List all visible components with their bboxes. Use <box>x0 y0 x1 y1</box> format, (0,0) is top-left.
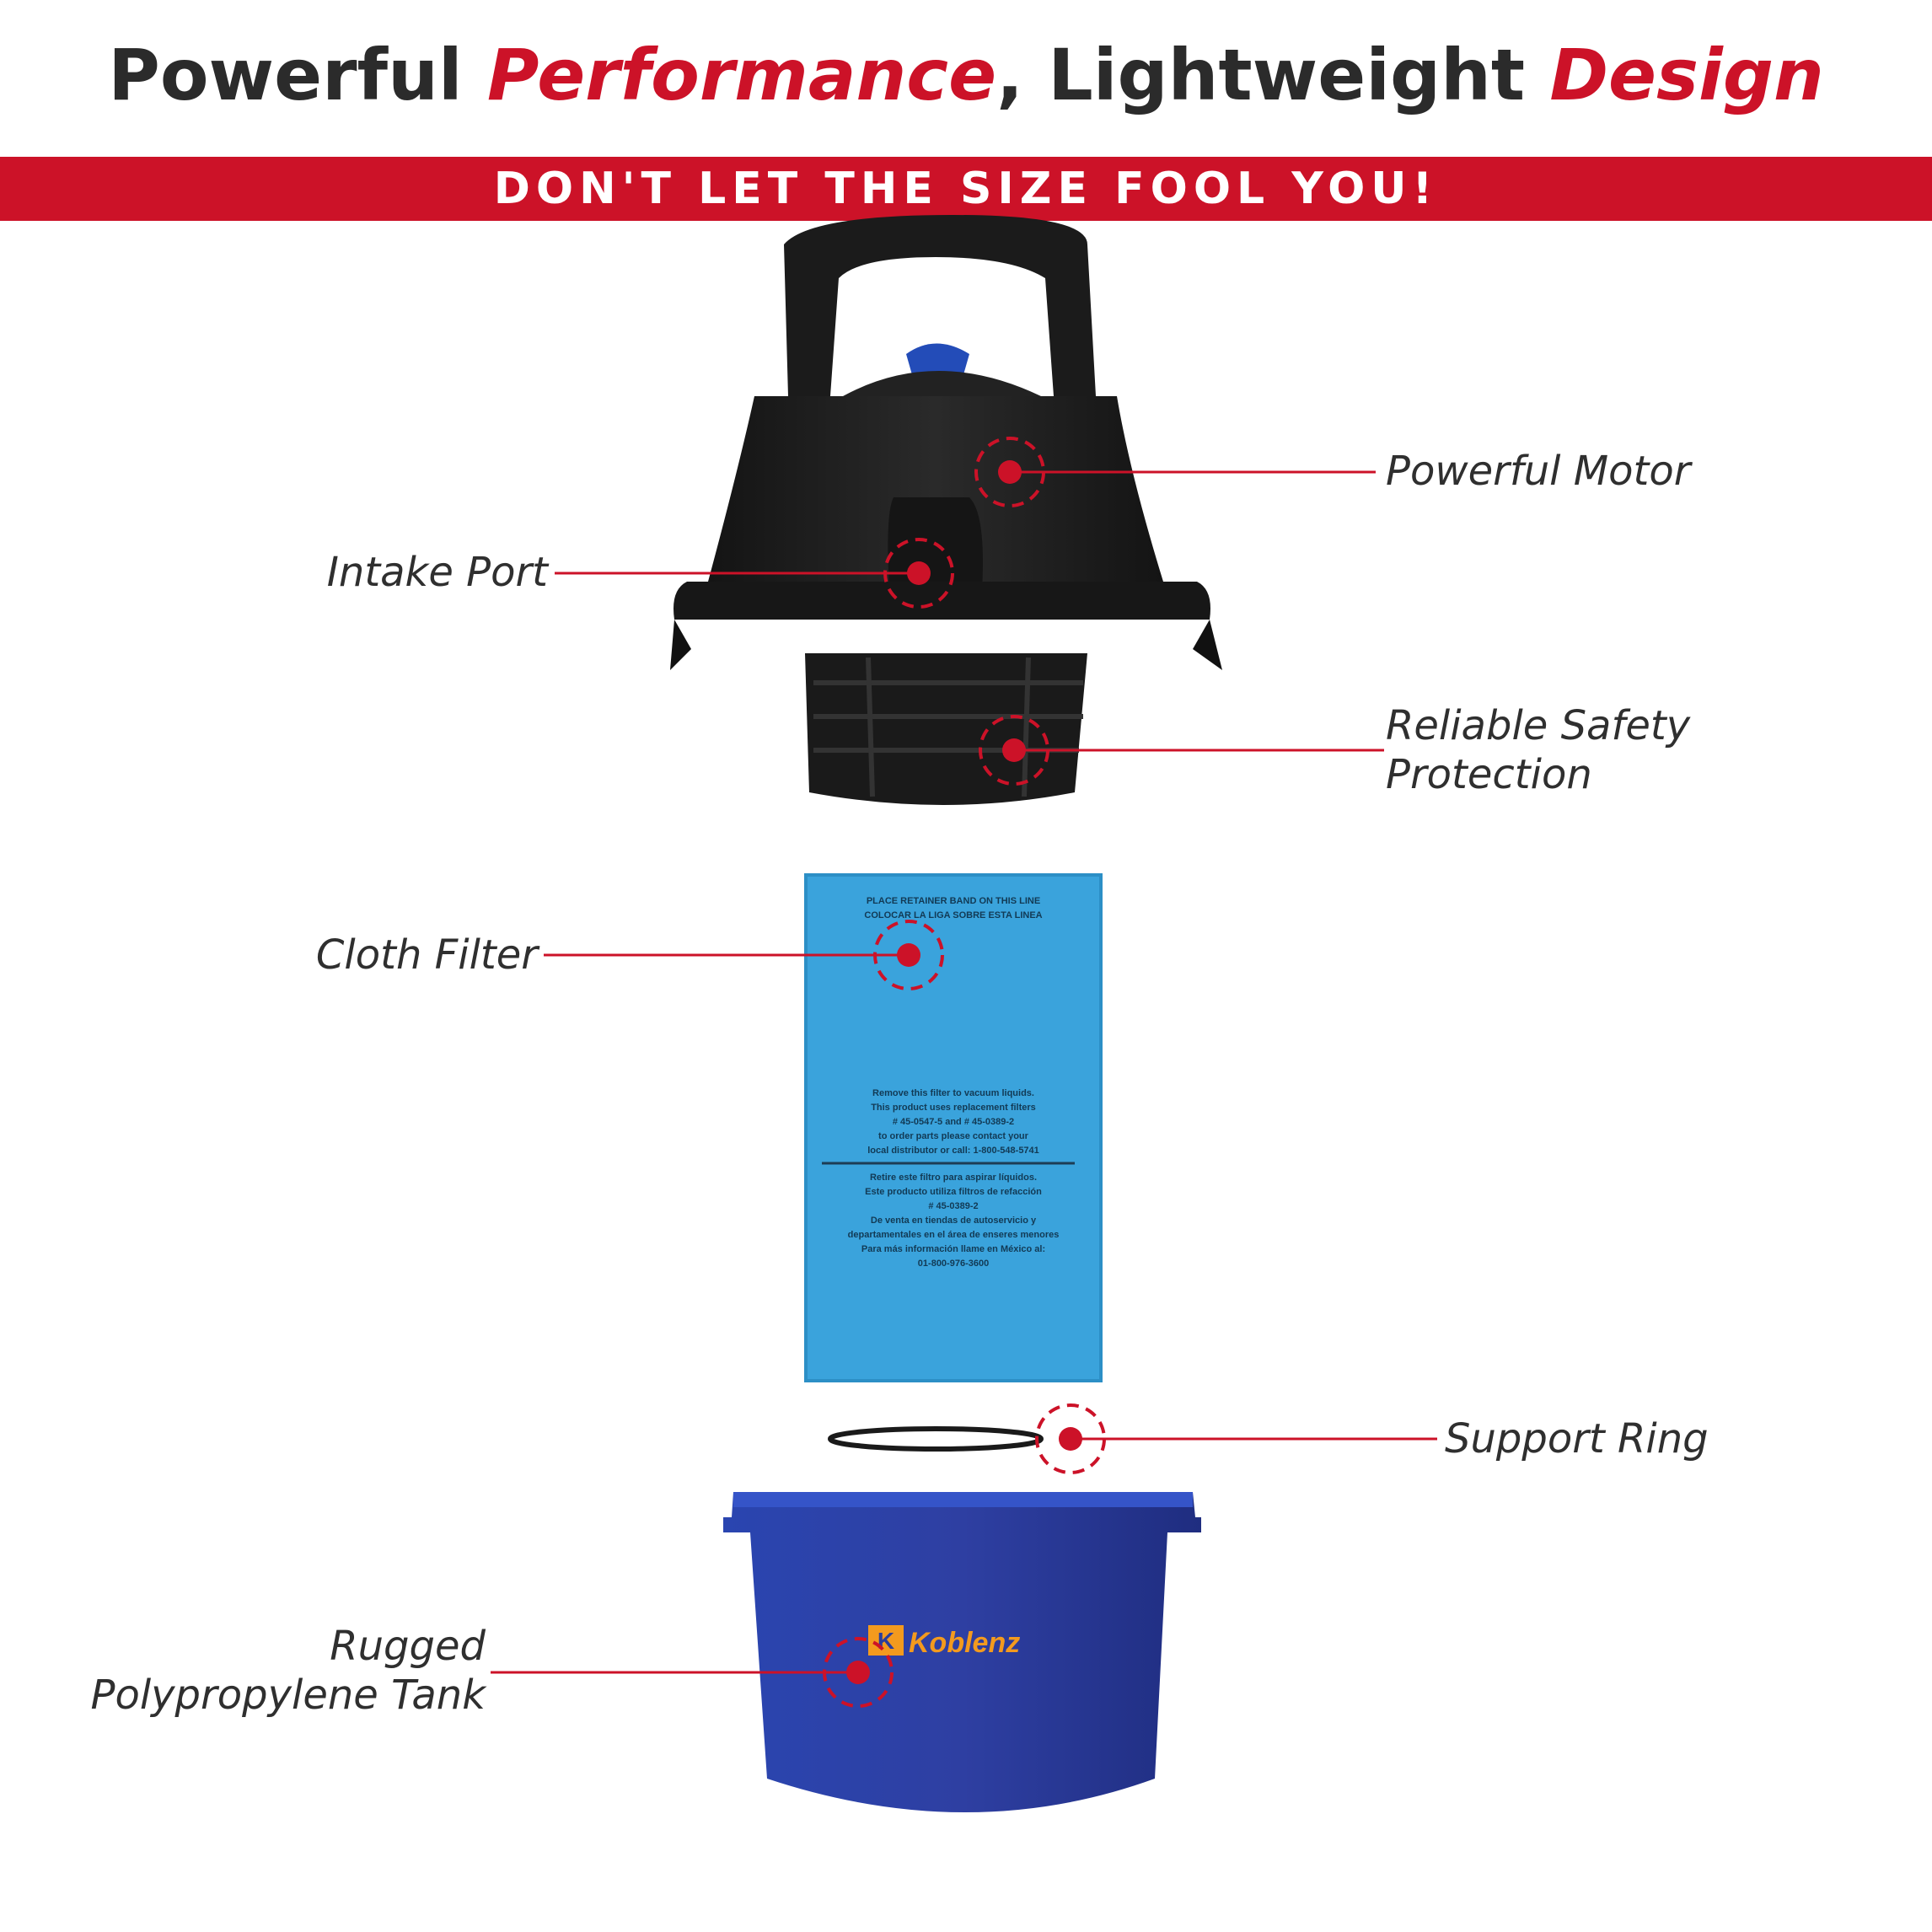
filter-print-en-5: local distributor or call: 1-800-548-574… <box>867 1146 1039 1156</box>
page-title: Powerful Performance, Lightweight Design <box>0 34 1932 116</box>
marker-safety <box>979 715 1049 786</box>
filter-print-en-3: # 45-0547-5 and # 45-0389-2 <box>893 1117 1014 1127</box>
label-safety-line-1: Reliable Safety <box>1386 702 1691 749</box>
callout-markers <box>823 437 1106 1708</box>
koblenz-logo: K Koblenz <box>868 1625 1020 1659</box>
filter-print-es-4: De venta en tiendas de autoservicio y <box>871 1216 1037 1226</box>
label-support-ring: Support Ring <box>1445 1415 1709 1462</box>
filter-print-en-1: Remove this filter to vacuum liquids. <box>872 1088 1034 1098</box>
motor-head <box>670 215 1222 805</box>
svg-text:K: K <box>877 1628 894 1654</box>
marker-tank <box>823 1637 894 1708</box>
label-cloth-filter: Cloth Filter <box>315 931 538 979</box>
filter-print-es-7: 01-800-976-3600 <box>918 1258 989 1269</box>
cloth-filter: PLACE RETAINER BAND ON THIS LINE COLOCAR… <box>804 873 1103 1382</box>
filter-print-top-1: PLACE RETAINER BAND ON THIS LINE <box>867 896 1040 906</box>
title-part-2: , Lightweight <box>996 34 1550 116</box>
support-ring <box>828 1426 1044 1452</box>
logo-wordmark: Koblenz <box>909 1627 1020 1659</box>
marker-ring <box>1035 1403 1106 1474</box>
filter-print-es-5: departamentales en el área de enseres me… <box>848 1230 1060 1240</box>
filter-print-es-1: Retire este filtro para aspirar líquidos… <box>870 1173 1037 1183</box>
label-tank-line-1: Rugged <box>330 1623 486 1670</box>
title-accent-performance: Performance <box>486 34 997 116</box>
filter-print-es-6: Para más información llame en México al: <box>861 1244 1045 1254</box>
label-powerful-motor: Powerful Motor <box>1386 448 1691 495</box>
marker-filter <box>873 920 944 990</box>
marker-intake <box>883 538 954 609</box>
title-accent-design: Design <box>1549 34 1824 116</box>
marker-motor <box>974 437 1045 507</box>
label-tank-line-2: Polypropylene Tank <box>90 1672 486 1719</box>
label-intake-port: Intake Port <box>326 549 548 596</box>
filter-print-es-3: # 45-0389-2 <box>928 1201 978 1211</box>
filter-print-top-2: COLOCAR LA LIGA SOBRE ESTA LINEA <box>864 910 1042 920</box>
title-part-1: Powerful <box>108 34 487 116</box>
filter-print-en-4: to order parts please contact your <box>878 1131 1029 1141</box>
tagline-text: DON'T LET THE SIZE FOOL YOU! <box>493 164 1439 214</box>
tank: K Koblenz <box>723 1492 1201 1812</box>
tagline-banner: DON'T LET THE SIZE FOOL YOU! <box>0 157 1932 221</box>
filter-print-es-2: Este producto utiliza filtros de refacci… <box>865 1187 1042 1197</box>
label-safety-line-2: Protection <box>1386 751 1592 798</box>
filter-print-en-2: This product uses replacement filters <box>871 1103 1036 1113</box>
